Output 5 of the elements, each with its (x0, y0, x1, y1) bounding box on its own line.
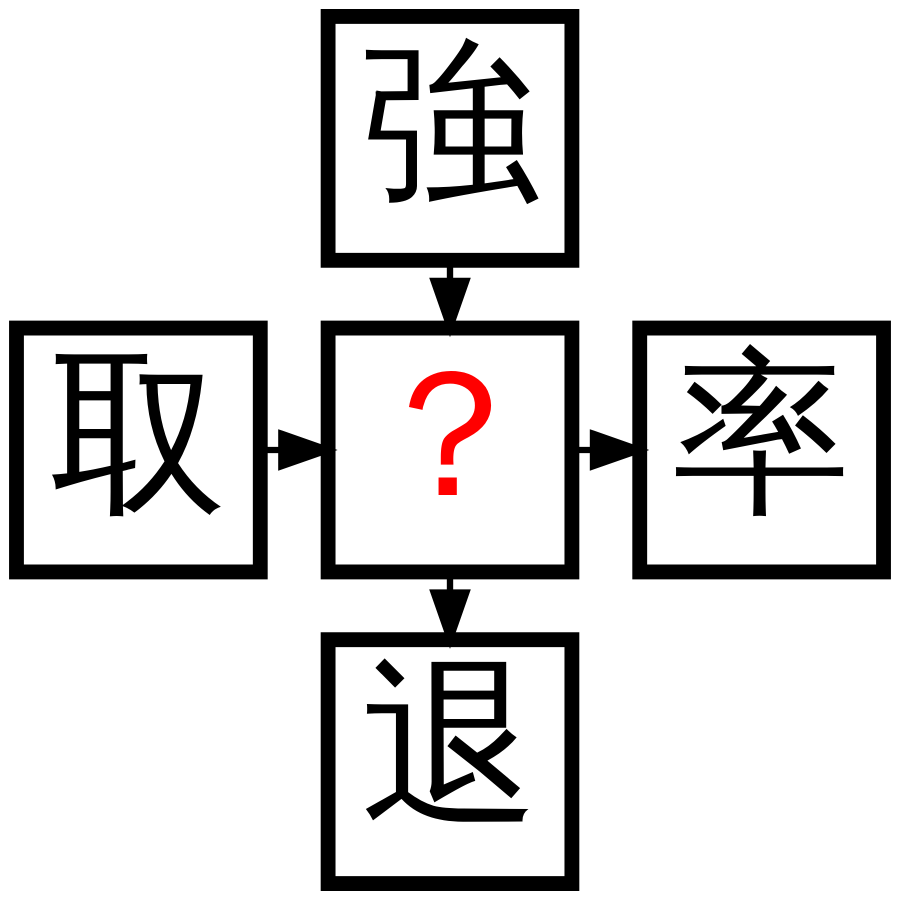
node-box: 退 (320, 632, 580, 891)
node-box: 強 (320, 9, 580, 268)
node-box: 取 (9, 320, 268, 580)
node-box: 率 (632, 320, 891, 580)
node-box: ？ (320, 320, 580, 580)
